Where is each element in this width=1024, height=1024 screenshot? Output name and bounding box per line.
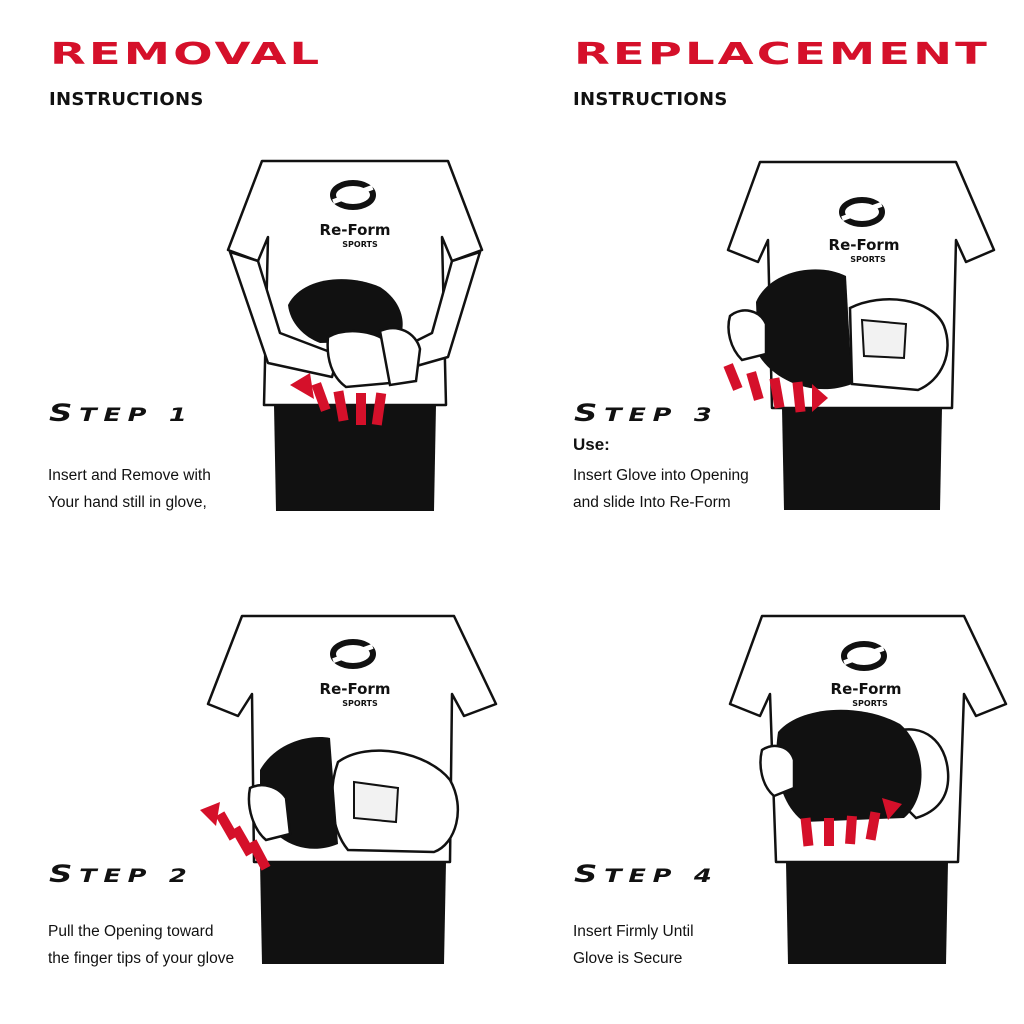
logo-sub: SPORTS — [342, 240, 378, 249]
step-3-line-2: and slide Into Re-Form — [573, 494, 731, 511]
logo-brand: Re-Form — [320, 680, 391, 698]
step-2-label: STEP 2 — [49, 860, 194, 888]
step-4-illustration: Re-Form SPORTS — [724, 612, 1010, 964]
logo-brand: Re-Form — [829, 236, 900, 254]
step-3-use-label: Use: — [573, 435, 610, 454]
logo-sub: SPORTS — [852, 699, 888, 708]
step-1-line-2: Your hand still in glove, — [48, 494, 207, 511]
replacement-subtitle: INSTRUCTIONS — [573, 89, 728, 110]
step-4-text: Insert Firmly Until Glove is Secure — [573, 918, 694, 972]
step-3-text: Insert Glove into Opening and slide Into… — [573, 462, 749, 516]
removal-subtitle: INSTRUCTIONS — [49, 89, 204, 110]
step-2-text: Pull the Opening toward the finger tips … — [48, 918, 234, 972]
replacement-title: REPLACEMENT — [574, 37, 990, 72]
step-3-illustration: Re-Form SPORTS — [722, 158, 998, 510]
step-4-line-2: Glove is Secure — [573, 950, 683, 967]
logo-brand: Re-Form — [320, 221, 391, 239]
removal-title: REMOVAL — [50, 37, 323, 72]
step-4-label: STEP 4 — [574, 860, 719, 888]
reform-logo-icon — [330, 180, 376, 210]
step-2-line-1: Pull the Opening toward — [48, 923, 214, 940]
step-1-line-1: Insert and Remove with — [48, 467, 211, 484]
step-2-line-2: the finger tips of your glove — [48, 950, 235, 967]
logo-sub: SPORTS — [342, 699, 378, 708]
step-3-line-1: Insert Glove into Opening — [573, 467, 749, 484]
logo-sub: SPORTS — [850, 255, 886, 264]
step-2-illustration: Re-Form SPORTS — [198, 612, 504, 964]
reform-logo-icon — [839, 197, 885, 227]
step-1-illustration: Re-Form SPORTS — [220, 155, 490, 511]
step-1-label: STEP 1 — [49, 399, 194, 427]
step-3-label: STEP 3 — [574, 399, 719, 427]
reform-logo-icon — [330, 639, 376, 669]
logo-brand: Re-Form — [831, 680, 902, 698]
step-1-text: Insert and Remove with Your hand still i… — [48, 462, 211, 516]
reform-logo-icon — [841, 641, 887, 671]
step-4-line-1: Insert Firmly Until — [573, 923, 694, 940]
